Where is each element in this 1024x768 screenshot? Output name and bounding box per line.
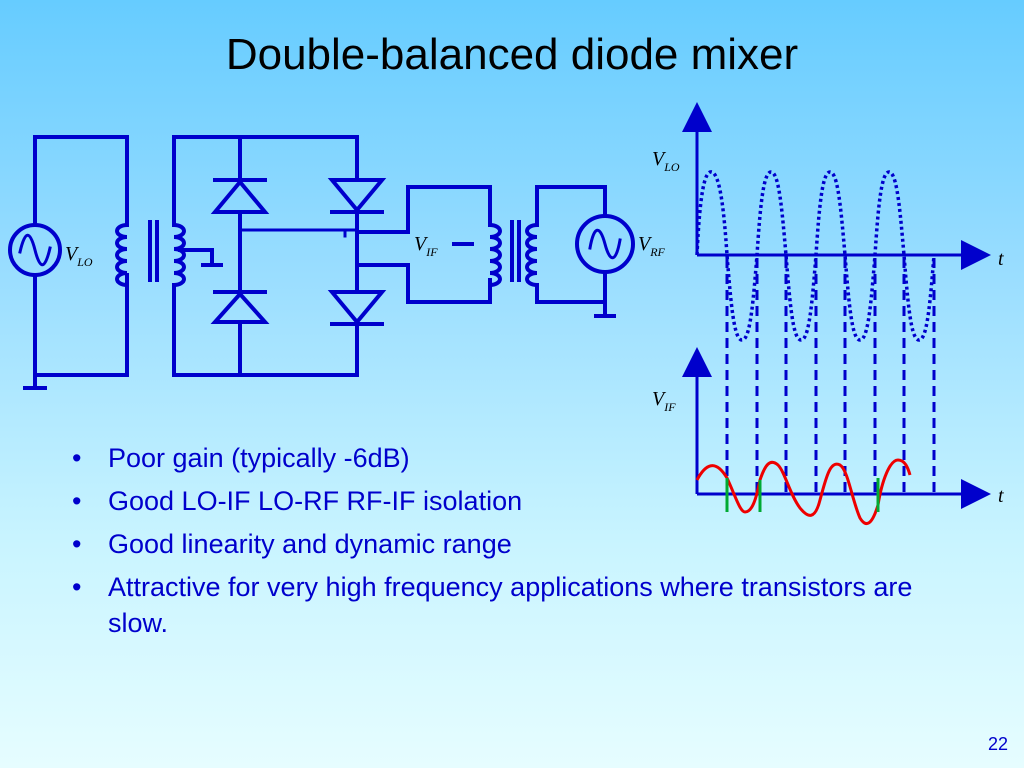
lo-sine-wave [695, 170, 936, 342]
bullet-item: Good LO-IF LO-RF RF-IF isolation [72, 483, 932, 519]
lo-axis-label: V [652, 148, 667, 170]
bullet-item: Good linearity and dynamic range [72, 526, 932, 562]
svg-text:VIF: VIF [652, 388, 676, 414]
rf-source-sub: RF [649, 245, 665, 259]
diode-1 [210, 178, 270, 214]
diode-4 [327, 290, 387, 326]
bullet-list: Poor gain (typically -6dB) Good LO-IF LO… [72, 440, 932, 648]
if-sub: IF [425, 245, 438, 259]
diode-2 [210, 290, 270, 324]
rf-source-circle [575, 214, 635, 274]
rf-source-sine-icon [588, 228, 622, 260]
circuit-schematic [8, 135, 635, 390]
lo-transformer [115, 135, 223, 377]
svg-text:VRF: VRF [638, 233, 666, 259]
rf-transformer [406, 185, 616, 318]
lo-axis-sub: LO [663, 160, 680, 174]
diode-3 [327, 178, 387, 214]
bullet-item: Poor gain (typically -6dB) [72, 440, 932, 476]
svg-text:VLO: VLO [652, 148, 680, 174]
bullet-item: Attractive for very high frequency appli… [72, 569, 932, 641]
page-number: 22 [987, 734, 1008, 754]
diode-ring [172, 135, 410, 377]
lo-time-label: t [998, 248, 1004, 270]
if-time-label: t [998, 485, 1004, 507]
rf-secondary-coil [525, 222, 540, 288]
lo-primary-coil [115, 222, 130, 288]
if-axis-label: V [652, 388, 667, 410]
lo-source [8, 135, 129, 390]
lo-secondary-coil [171, 222, 186, 288]
lo-waveform-plot [682, 102, 991, 342]
rf-source-label: V [638, 233, 653, 255]
if-label: V [414, 233, 429, 255]
svg-text:VIF: VIF [414, 233, 438, 259]
rf-primary-coil [487, 222, 502, 288]
lo-source-sine-icon [18, 233, 52, 267]
svg-text:VLO: VLO [65, 243, 93, 269]
slide-title: Double-balanced diode mixer [225, 30, 799, 79]
rf-source [575, 214, 635, 274]
lo-source-label: V [65, 243, 80, 265]
lo-source-sub: LO [76, 255, 93, 269]
if-axis-sub: IF [663, 400, 676, 414]
